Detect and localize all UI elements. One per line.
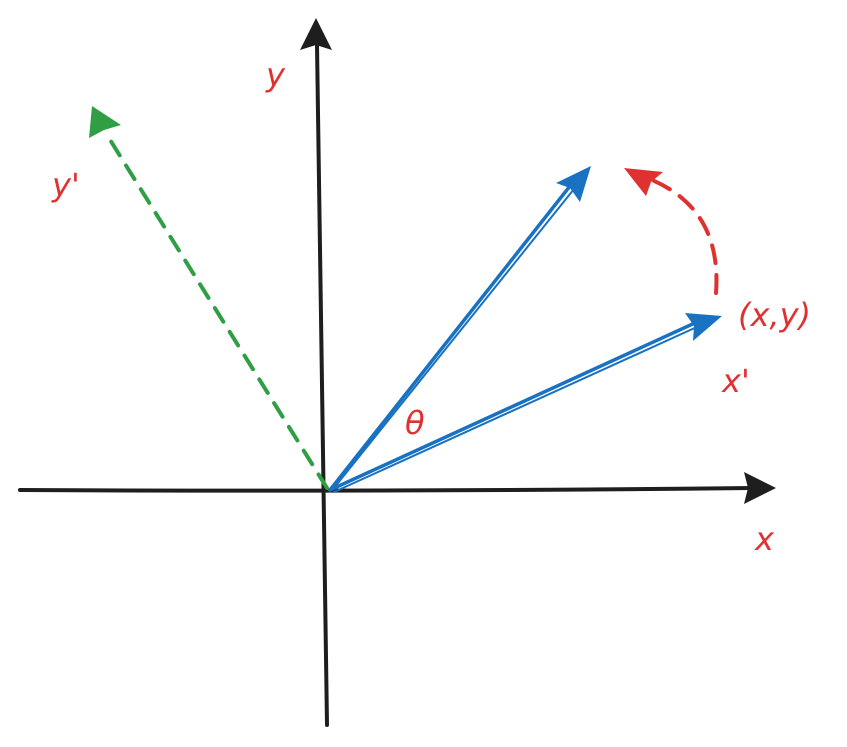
rotated-vector-line-echo — [333, 188, 575, 489]
rotation-arrow — [624, 168, 719, 295]
x-prime-label: x' — [721, 362, 750, 400]
x-prime-vector-line — [328, 320, 699, 492]
x-prime-vector-line-echo — [333, 325, 700, 493]
x-axis-line — [18, 486, 754, 493]
rotation-arrow-arrowhead — [624, 168, 663, 196]
rotated-vector-arrowhead — [556, 166, 591, 202]
x-axis-label: x — [754, 520, 775, 558]
x-prime-vector-arrowhead — [685, 313, 722, 341]
y-axis-line — [315, 43, 329, 727]
rotation-arrow-curve — [650, 178, 719, 295]
y-prime-label: y' — [51, 166, 80, 204]
point-label: (x,y) — [738, 296, 811, 334]
x-axis-arrowhead — [744, 472, 776, 504]
rotated-vector-line — [328, 184, 572, 492]
rotated-vector — [328, 166, 591, 492]
y-prime-axis — [89, 106, 329, 490]
y-prime-axis-line — [105, 133, 329, 490]
y-axis — [300, 18, 332, 727]
y-axis-arrowhead — [300, 18, 332, 50]
y-prime-axis-arrowhead — [89, 106, 121, 138]
y-axis-label: y — [265, 56, 286, 94]
x-prime-vector — [328, 313, 722, 493]
angle-theta-label: θ — [405, 404, 425, 442]
x-axis — [18, 472, 776, 504]
